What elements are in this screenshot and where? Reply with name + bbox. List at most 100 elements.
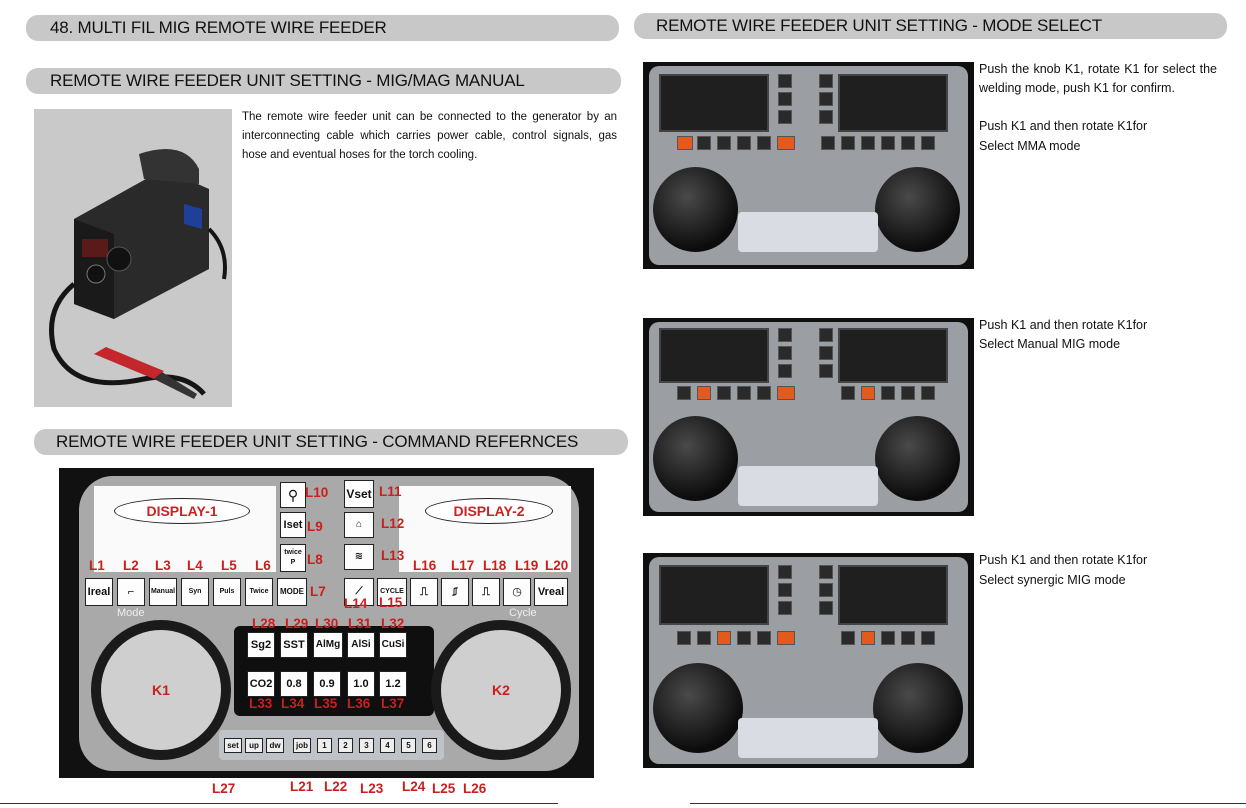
label-l27: L27 bbox=[212, 781, 236, 796]
twice-button[interactable]: Twice bbox=[245, 578, 273, 606]
job-2-button[interactable]: 2 bbox=[338, 738, 353, 753]
dia-09-button[interactable]: 0.9 bbox=[313, 671, 341, 697]
label-l36: L36 bbox=[347, 696, 371, 711]
footer-rule-right bbox=[690, 803, 1246, 804]
intro-paragraph: The remote wire feeder unit can be conne… bbox=[242, 111, 617, 161]
label-l11: L11 bbox=[379, 484, 402, 499]
vset-button[interactable]: Vset bbox=[344, 480, 374, 508]
knob-k1[interactable]: K1 bbox=[91, 620, 231, 760]
label-l22: L22 bbox=[324, 779, 348, 794]
knob-k1-label: K1 bbox=[152, 682, 170, 698]
label-l34: L34 bbox=[281, 696, 305, 711]
section-title: 48. MULTI FIL MIG REMOTE WIRE FEEDER bbox=[50, 18, 387, 37]
label-l26: L26 bbox=[463, 781, 487, 796]
spot-icon[interactable]: ⎍ bbox=[472, 578, 500, 606]
manual-button[interactable]: Manual bbox=[149, 578, 177, 606]
slope-icon[interactable]: ⟋ bbox=[344, 578, 374, 606]
label-l5: L5 bbox=[221, 558, 237, 573]
two-step-icon[interactable]: ⎍ bbox=[410, 578, 438, 606]
label-l25: L25 bbox=[432, 781, 456, 796]
step1-text-b: Push K1 and then rotate K1for bbox=[979, 119, 1148, 133]
mode-screenshot-synergic-mig bbox=[643, 553, 974, 768]
dia-10-button[interactable]: 1.0 bbox=[347, 671, 375, 697]
label-l17: L17 bbox=[451, 558, 475, 573]
label-l8: L8 bbox=[307, 552, 323, 567]
step1-text-a: Push the knob K1, rotate K1 for select t… bbox=[979, 62, 1217, 95]
up-button[interactable]: up bbox=[245, 738, 263, 753]
mode-button[interactable]: MODE bbox=[277, 578, 307, 606]
mode-screenshot-manual-mig bbox=[643, 318, 974, 516]
step1-text-c: Select MMA mode bbox=[979, 139, 1081, 153]
cycle-caption: Cycle bbox=[509, 607, 537, 619]
mode-screenshot-mma bbox=[643, 62, 974, 269]
manual-title-bar: REMOTE WIRE FEEDER UNIT SETTING - MIG/MA… bbox=[26, 68, 621, 94]
label-l28: L28 bbox=[252, 616, 276, 631]
dw-button[interactable]: dw bbox=[266, 738, 284, 753]
step3-text-c: Select synergic MIG mode bbox=[979, 573, 1126, 587]
label-l10: L10 bbox=[305, 485, 329, 500]
mode-select-title-bar: REMOTE WIRE FEEDER UNIT SETTING - MODE S… bbox=[634, 13, 1227, 39]
job-1-button[interactable]: 1 bbox=[317, 738, 332, 753]
mode-select-title: REMOTE WIRE FEEDER UNIT SETTING - MODE S… bbox=[656, 16, 1102, 35]
manual-title: REMOTE WIRE FEEDER UNIT SETTING - MIG/MA… bbox=[50, 71, 525, 90]
dia-12-button[interactable]: 1.2 bbox=[379, 671, 407, 697]
label-l6: L6 bbox=[255, 558, 271, 573]
label-l16: L16 bbox=[413, 558, 437, 573]
job-4-button[interactable]: 4 bbox=[380, 738, 395, 753]
cusi-button[interactable]: CuSi bbox=[379, 632, 407, 658]
ireal-button[interactable]: Ireal bbox=[85, 578, 113, 606]
label-l2: L2 bbox=[123, 558, 139, 573]
sg2-button[interactable]: Sg2 bbox=[247, 632, 275, 658]
label-l30: L30 bbox=[315, 616, 339, 631]
job-6-button[interactable]: 6 bbox=[422, 738, 437, 753]
syn-button[interactable]: Syn bbox=[181, 578, 209, 606]
label-l18: L18 bbox=[483, 558, 507, 573]
four-step-icon[interactable]: ⎎ bbox=[441, 578, 469, 606]
label-l3: L3 bbox=[155, 558, 171, 573]
alsi-button[interactable]: AlSi bbox=[347, 632, 375, 658]
label-l37: L37 bbox=[381, 696, 405, 711]
label-l24: L24 bbox=[402, 779, 426, 794]
label-l35: L35 bbox=[314, 696, 338, 711]
wire-feeder-illustration bbox=[34, 109, 232, 407]
label-l12: L12 bbox=[381, 516, 405, 531]
commands-title-bar: REMOTE WIRE FEEDER UNIT SETTING - COMMAN… bbox=[34, 429, 628, 455]
footer-rule-left bbox=[0, 803, 558, 804]
label-l9: L9 bbox=[307, 519, 323, 534]
label-l31: L31 bbox=[348, 616, 372, 631]
wire-feeder-photo bbox=[34, 109, 232, 407]
label-l19: L19 bbox=[515, 558, 539, 573]
dia-08-button[interactable]: 0.8 bbox=[280, 671, 308, 697]
timer-icon[interactable]: ◷ bbox=[503, 578, 531, 606]
label-l23: L23 bbox=[360, 781, 384, 796]
set-button[interactable]: set bbox=[224, 738, 242, 753]
label-l33: L33 bbox=[249, 696, 273, 711]
wire-feed-icon[interactable]: ⚲ bbox=[280, 482, 306, 508]
cycle-button[interactable]: CYCLE bbox=[377, 578, 407, 606]
step2-text-c: Select Manual MIG mode bbox=[979, 337, 1121, 351]
mma-button[interactable]: ⌐ bbox=[117, 578, 145, 606]
label-l29: L29 bbox=[285, 616, 309, 631]
label-l7: L7 bbox=[310, 584, 326, 599]
almg-button[interactable]: AlMg bbox=[313, 632, 343, 658]
knob-k2[interactable]: K2 bbox=[431, 620, 571, 760]
puls-button[interactable]: Puls bbox=[213, 578, 241, 606]
inductance-icon[interactable]: ≋ bbox=[344, 544, 374, 570]
co2-button[interactable]: CO2 bbox=[247, 671, 275, 697]
knob-k2-label: K2 bbox=[492, 682, 510, 698]
display-2-label: DISPLAY-2 bbox=[425, 498, 553, 524]
vreal-button[interactable]: Vreal bbox=[534, 578, 568, 606]
label-l20: L20 bbox=[545, 558, 569, 573]
label-l15: L15 bbox=[379, 595, 403, 610]
job-3-button[interactable]: 3 bbox=[359, 738, 374, 753]
sst-button[interactable]: SST bbox=[280, 632, 308, 658]
job-button[interactable]: job bbox=[293, 738, 311, 753]
iset-button[interactable]: Iset bbox=[280, 512, 306, 538]
label-l13: L13 bbox=[381, 548, 405, 563]
step3-text-b: Push K1 and then rotate K1for bbox=[979, 553, 1148, 567]
display-1-label: DISPLAY-1 bbox=[114, 498, 250, 524]
twice-p-button[interactable]: twice P bbox=[280, 544, 306, 572]
mode-caption: Mode bbox=[117, 607, 145, 619]
job-5-button[interactable]: 5 bbox=[401, 738, 416, 753]
arc-length-icon[interactable]: ⌂ bbox=[344, 512, 374, 538]
